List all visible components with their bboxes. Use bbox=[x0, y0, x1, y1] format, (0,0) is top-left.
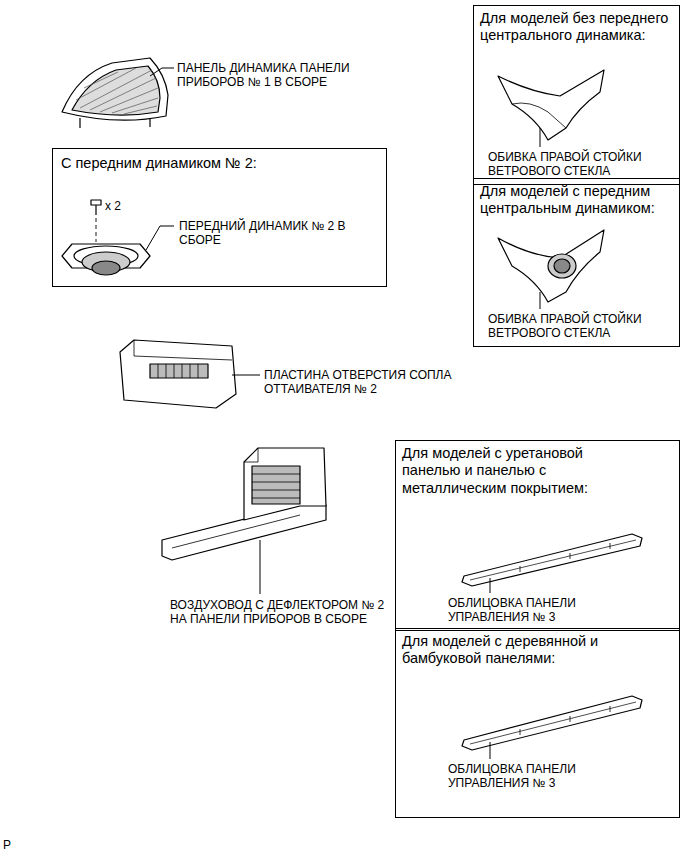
condition-box: Для моделей с деревянной и бамбуковой па… bbox=[395, 628, 680, 818]
plate-drawing bbox=[120, 340, 260, 408]
page-mark: P bbox=[3, 838, 23, 852]
garnish-drawing bbox=[462, 696, 642, 759]
speaker-drawing bbox=[62, 200, 174, 275]
speaker-panel-drawing bbox=[62, 58, 174, 128]
part-name: ВОЗДУХОВОД С ДЕФЛЕКТОРОМ № 2 НА ПАНЕЛИ П… bbox=[170, 598, 385, 627]
pillar-garnish-drawing bbox=[498, 70, 604, 147]
part-name: ПЛАСТИНА ОТВЕРСТИЯ СОПЛА ОТТАИВАТЕЛЯ № 2 bbox=[264, 368, 484, 397]
box-heading: Для моделей с уретановой панелью и панел… bbox=[402, 445, 630, 497]
part-name: ПАНЕЛЬ ДИНАМИКА ПАНЕЛИ ПРИБОРОВ № 1 В СБ… bbox=[177, 61, 387, 90]
condition-box: Для моделей с передним центральным динам… bbox=[473, 178, 680, 347]
part-name: ОБИВКА ПРАВОЙ СТОЙКИ ВЕТРОВОГО СТЕКЛА bbox=[488, 312, 673, 341]
part-name: ОБИВКА ПРАВОЙ СТОЙКИ ВЕТРОВОГО СТЕКЛА bbox=[488, 150, 673, 179]
quantity-label: x 2 bbox=[105, 199, 145, 213]
box-heading: Для моделей с передним центральным динам… bbox=[480, 183, 675, 218]
part-name: ОБЛИЦОВКА ПАНЕЛИ УПРАВЛЕНИЯ № 3 bbox=[448, 596, 613, 625]
condition-box: Для моделей без переднего центрального д… bbox=[473, 5, 680, 185]
part-name: ПЕРЕДНИЙ ДИНАМИК № 2 В СБОРЕ bbox=[179, 219, 349, 248]
vent-duct-drawing bbox=[162, 448, 326, 594]
condition-box: С передним динамиком № 2: x 2 ПЕРЕДНИЙ ДИН… bbox=[52, 148, 387, 287]
condition-box: Для моделей с уретановой панелью и панел… bbox=[395, 440, 680, 631]
garnish-drawing bbox=[462, 534, 642, 593]
box-heading: С передним динамиком № 2: bbox=[61, 155, 376, 172]
pillar-garnish-drawing bbox=[498, 230, 604, 309]
box-heading: Для моделей с деревянной и бамбуковой па… bbox=[402, 633, 630, 668]
part-name: ОБЛИЦОВКА ПАНЕЛИ УПРАВЛЕНИЯ № 3 bbox=[448, 762, 613, 791]
box-heading: Для моделей без переднего центрального д… bbox=[480, 10, 675, 45]
